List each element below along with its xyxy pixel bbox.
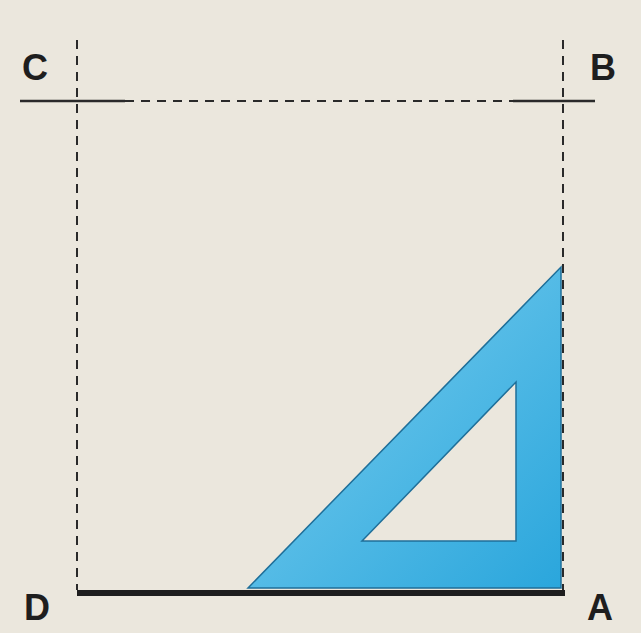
corner-label: A: [587, 590, 613, 626]
base-line: [77, 590, 565, 596]
set-square: [248, 267, 561, 588]
corner-label: B: [590, 50, 616, 86]
corner-label: D: [24, 590, 50, 626]
dashed-line: [76, 40, 78, 590]
dashed-line: [125, 100, 513, 102]
corner-label: C: [22, 50, 48, 86]
corner-mark: [20, 100, 125, 103]
dashed-line: [562, 40, 564, 590]
corner-mark: [513, 100, 595, 103]
